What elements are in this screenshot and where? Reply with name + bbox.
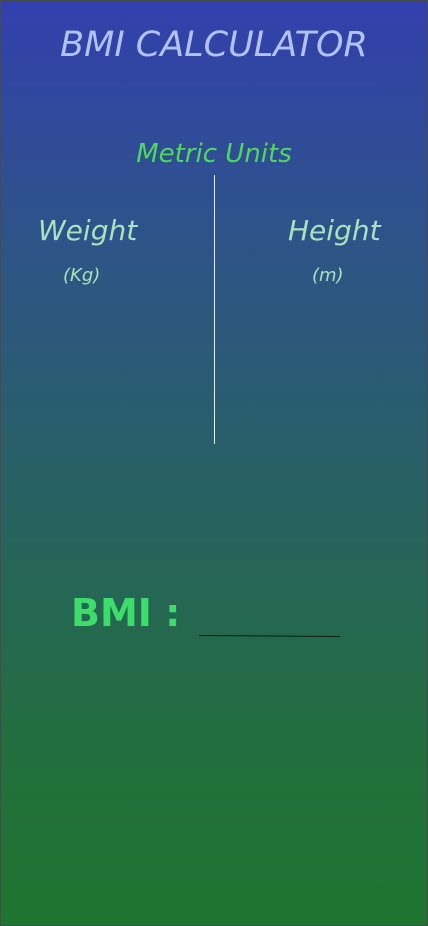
weight-label: Weight <box>38 214 138 247</box>
bmi-result-field <box>199 613 341 637</box>
column-divider <box>214 175 215 444</box>
height-unit-label: (m) <box>312 265 344 286</box>
bmi-label: BMI : <box>71 591 181 635</box>
units-label: Metric Units <box>136 139 292 169</box>
weight-unit-label: (Kg) <box>63 265 101 286</box>
app-title: BMI CALCULATOR <box>60 25 368 65</box>
height-label: Height <box>288 214 381 247</box>
